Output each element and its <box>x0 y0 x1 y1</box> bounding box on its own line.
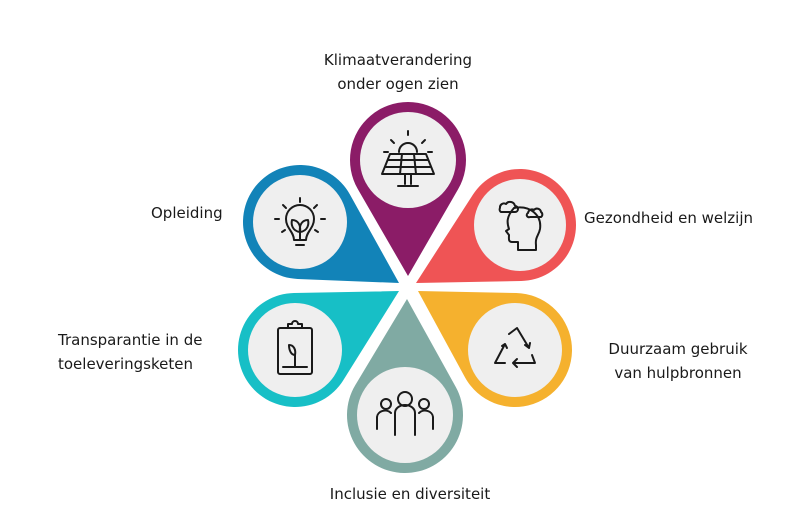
head-clouds-icon <box>498 200 544 251</box>
label-climate-line-2: onder ogen zien <box>337 75 459 93</box>
label-education: Opleiding <box>151 204 223 222</box>
label-climate-line-1: Klimaatverandering <box>323 51 473 69</box>
recycle-icon <box>494 327 536 368</box>
label-resources: Duurzaam gebruik van hulpbronnen <box>590 337 766 385</box>
label-supply-chain-line-2: toeleveringsketen <box>58 355 193 373</box>
lightbulb-plant-icon <box>274 197 326 246</box>
petal-inner-circle-education <box>253 175 347 269</box>
label-climate: Klimaatverandering onder ogen zien <box>300 48 496 96</box>
label-resources-line-2: van hulpbronnen <box>614 364 742 382</box>
label-inclusion: Inclusie en diversiteit <box>329 485 491 503</box>
petal-inner-circle-resources <box>468 303 562 397</box>
label-supply-chain: Transparantie in de toeleveringsketen <box>58 328 202 376</box>
label-resources-line-1: Duurzaam gebruik <box>608 340 748 358</box>
people-group-icon <box>376 391 434 436</box>
solar-panel-icon <box>381 130 435 187</box>
clipboard-plant-icon <box>277 320 313 375</box>
label-supply-chain-line-1: Transparantie in de <box>58 331 203 349</box>
petal-inner-circle-health <box>474 179 566 271</box>
petal-inner-circle-inclusion <box>357 367 453 463</box>
label-health: Gezondheid en welzijn <box>584 209 754 227</box>
